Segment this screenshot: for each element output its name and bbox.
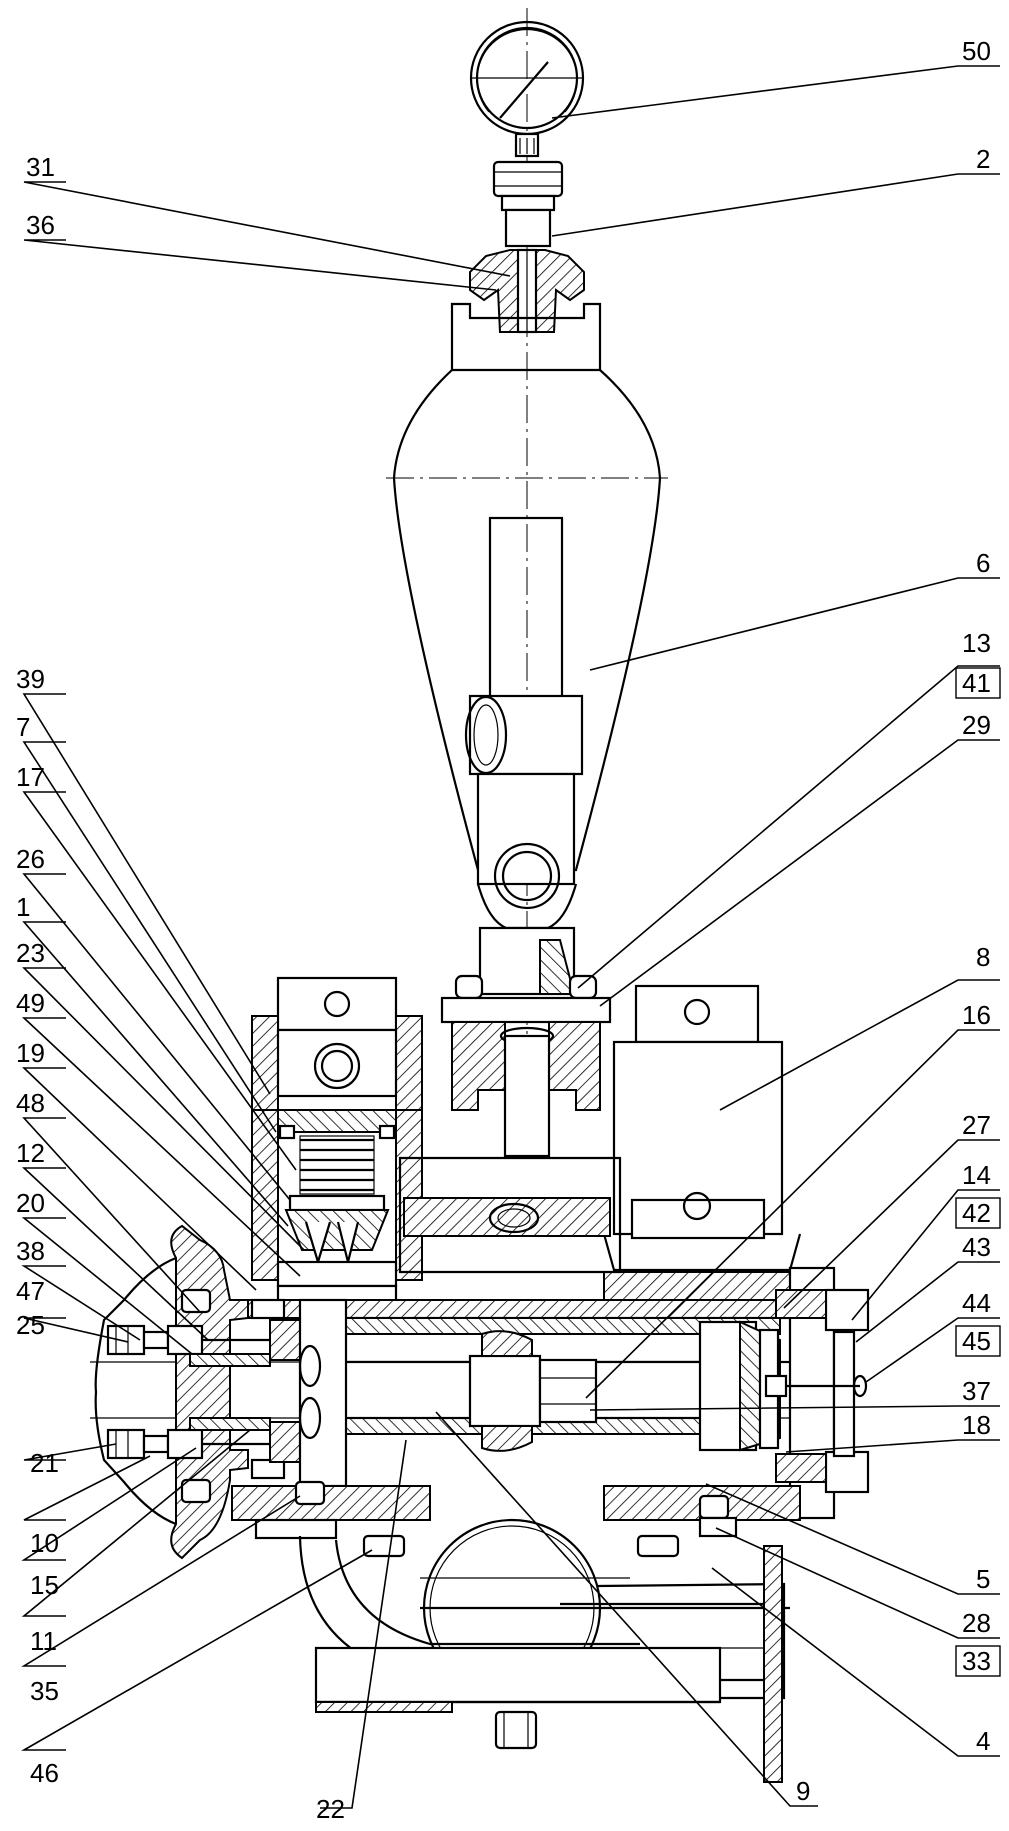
callout-12: 12 <box>16 1138 45 1168</box>
callout-23: 23 <box>16 938 45 968</box>
callout-13: 13 <box>962 628 991 658</box>
assembly <box>90 8 870 1783</box>
callout-25: 25 <box>16 1310 45 1340</box>
callout-31: 31 <box>26 152 55 182</box>
callout-17: 17 <box>16 762 45 792</box>
callout-21: 21 <box>30 1448 59 1478</box>
callout-28: 28 <box>962 1608 991 1638</box>
callout-9: 9 <box>796 1776 810 1806</box>
callout-29: 29 <box>962 710 991 740</box>
callout-39: 39 <box>16 664 45 694</box>
hydrocyclone-top <box>450 302 602 372</box>
callout-15: 15 <box>30 1570 59 1600</box>
callout-numbers: 50 2 6 13 41 29 8 16 27 14 42 43 44 45 3… <box>16 36 1001 1824</box>
callout-50: 50 <box>962 36 991 66</box>
outlet-pipe <box>298 1518 790 1783</box>
callout-35: 35 <box>30 1676 59 1706</box>
lower-body <box>231 1480 801 1558</box>
callout-47: 47 <box>16 1276 45 1306</box>
leader-lines <box>21 65 1000 1809</box>
callout-2: 2 <box>976 144 990 174</box>
callout-45-box: 45 <box>955 1325 1001 1357</box>
callout-14: 14 <box>962 1160 991 1190</box>
top-cap <box>469 248 585 334</box>
callout-36: 36 <box>26 210 55 240</box>
left-end <box>94 1224 348 1560</box>
callout-42: 42 <box>962 1198 991 1228</box>
callout-45: 45 <box>962 1326 991 1356</box>
callout-44: 44 <box>962 1288 991 1318</box>
neck-coupling <box>440 926 612 1158</box>
spring <box>299 1135 375 1195</box>
callout-43: 43 <box>962 1232 991 1262</box>
callout-48: 48 <box>16 1088 45 1118</box>
left-valve <box>251 976 423 1304</box>
callout-26: 26 <box>16 844 45 874</box>
callout-16: 16 <box>962 1000 991 1030</box>
callout-11: 11 <box>30 1626 57 1656</box>
callout-20: 20 <box>16 1188 45 1218</box>
callout-41: 41 <box>962 668 991 698</box>
callout-5: 5 <box>976 1564 990 1594</box>
callout-4: 4 <box>976 1726 990 1756</box>
callout-7: 7 <box>16 712 30 742</box>
callout-33: 33 <box>962 1646 991 1676</box>
callout-22: 22 <box>316 1794 345 1824</box>
callout-41-box: 41 <box>955 667 1001 699</box>
callout-37: 37 <box>962 1376 991 1406</box>
callout-8: 8 <box>976 942 990 972</box>
callout-42-box: 42 <box>955 1197 1001 1229</box>
callout-18: 18 <box>962 1410 991 1440</box>
callout-19: 19 <box>16 1038 45 1068</box>
main-body <box>90 1156 870 1520</box>
callout-38: 38 <box>16 1236 45 1266</box>
callout-49: 49 <box>16 988 45 1018</box>
callout-46: 46 <box>30 1758 59 1788</box>
right-valve <box>602 984 802 1301</box>
pressure-gauge <box>469 20 585 248</box>
conical-body <box>386 369 668 930</box>
callout-27: 27 <box>962 1110 991 1140</box>
callout-33-box: 33 <box>955 1645 1001 1677</box>
callout-1: 1 <box>16 892 30 922</box>
callout-6: 6 <box>976 548 990 578</box>
callout-10: 10 <box>30 1528 59 1558</box>
